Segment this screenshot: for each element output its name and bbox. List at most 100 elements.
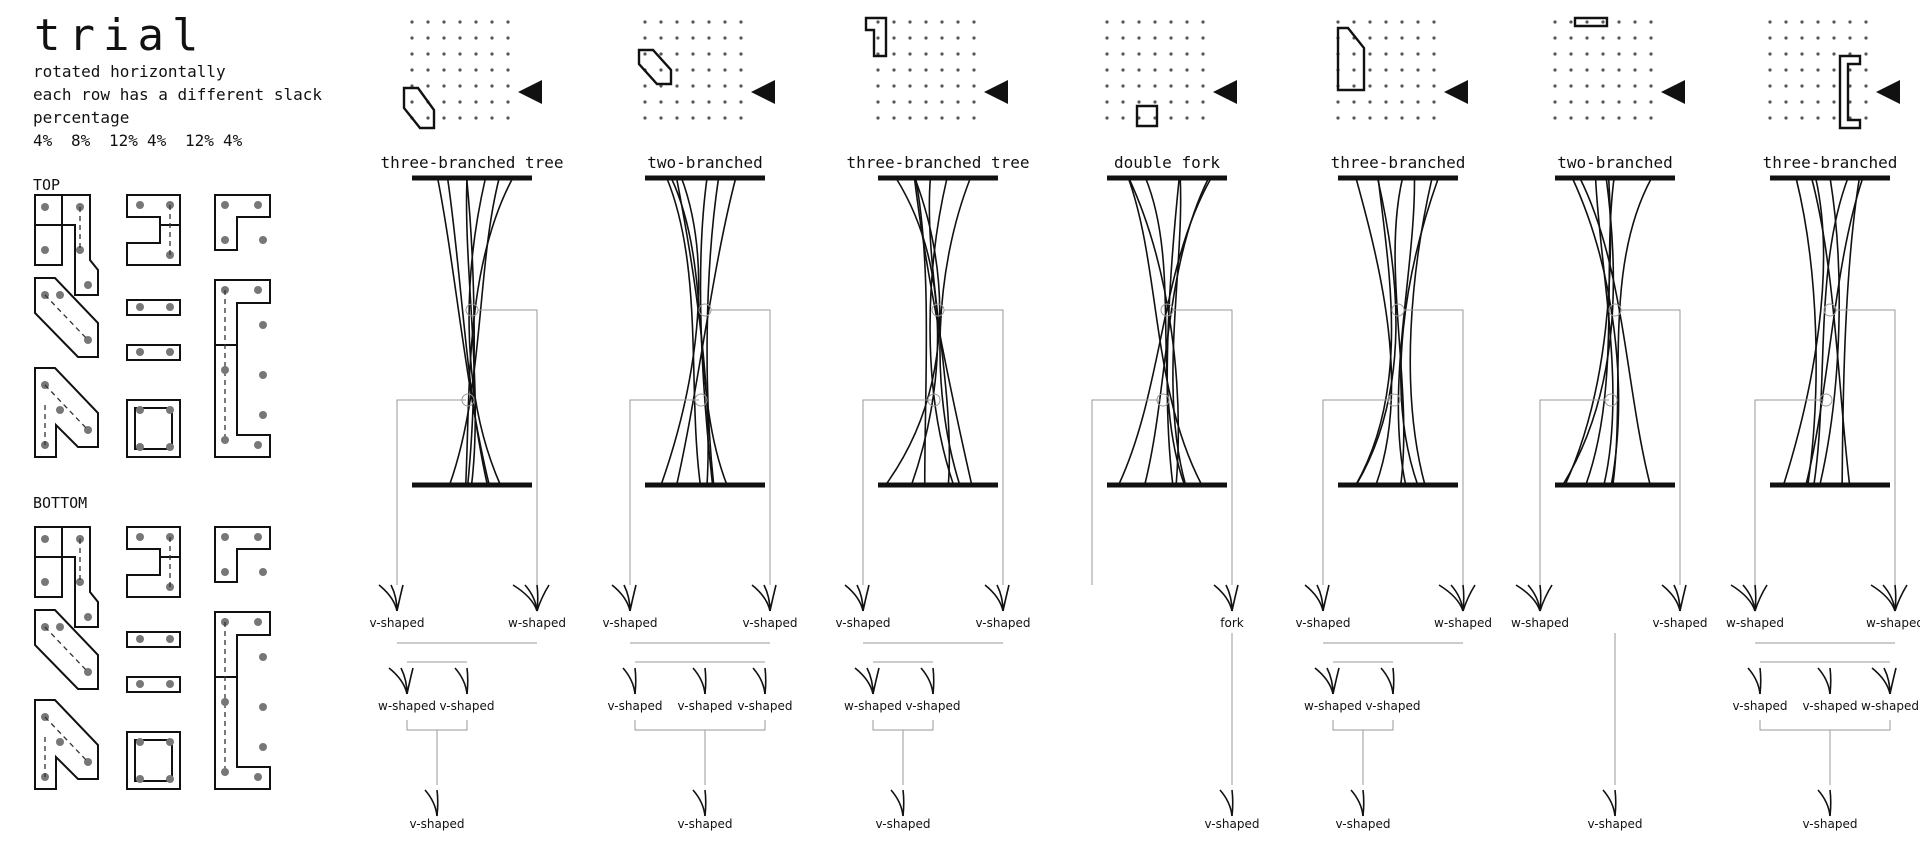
module-glyph (1336, 26, 1366, 92)
sub-label: w-shaped (844, 699, 902, 713)
branch-glyph (692, 667, 706, 695)
tree-strand (1819, 177, 1840, 486)
grid-dot (924, 84, 928, 88)
pointer-triangle (1876, 80, 1900, 104)
grid-dot (490, 52, 494, 56)
module-glyph (864, 16, 888, 58)
branch-glyph (902, 789, 905, 817)
grid-dot (1169, 20, 1173, 24)
tree-strand (1612, 177, 1653, 486)
module-set (34, 526, 271, 790)
grid-dot (490, 20, 494, 24)
grid-dot (1121, 100, 1125, 104)
grid-dot (458, 52, 462, 56)
grid-dot (1784, 20, 1788, 24)
tree-strand (1841, 177, 1861, 486)
grid-dot (675, 20, 679, 24)
grid-dot (1121, 36, 1125, 40)
junction-marker (1823, 303, 1837, 317)
grid-dot (723, 100, 727, 104)
grid-dot (1169, 36, 1173, 40)
sub-label: w-shaped (378, 699, 436, 713)
grid-dot (410, 36, 414, 40)
grid-dot (892, 116, 896, 120)
grid-dot (1649, 84, 1653, 88)
tree-strand (436, 177, 491, 486)
module-outline-inner (34, 194, 63, 266)
grid-dot (1137, 20, 1141, 24)
grid-dot (1585, 84, 1589, 88)
grid-dot (1800, 100, 1804, 104)
module-outline-inner (134, 739, 173, 782)
grid-dot (1832, 100, 1836, 104)
module-glyph (1838, 54, 1862, 130)
grid-dot (956, 68, 960, 72)
percentage-value: 12% (185, 131, 214, 150)
grid-dot (1585, 36, 1589, 40)
anchor-dot (259, 703, 267, 711)
grid-dot (643, 36, 647, 40)
grid-dot (1137, 68, 1141, 72)
grid-dot (1105, 52, 1109, 56)
module-outline-inner (34, 194, 99, 296)
grid-dot (1768, 100, 1772, 104)
tree-strand (1400, 177, 1440, 486)
grid-dot (1633, 52, 1637, 56)
tree-strand (914, 177, 928, 486)
branch-glyph (862, 584, 870, 612)
module-outline-inner (34, 699, 99, 790)
anchor-dot (136, 533, 144, 541)
branch-glyph (1213, 584, 1233, 612)
grid-dot (1816, 116, 1820, 120)
branch-glyph (622, 667, 636, 695)
module-outline-inner (34, 526, 63, 598)
grid-dot (1368, 100, 1372, 104)
grid-dot (1569, 52, 1573, 56)
grid-dot (458, 36, 462, 40)
grid-dot (1352, 84, 1356, 88)
module-outline-inner (126, 194, 181, 226)
grid-dot (972, 68, 976, 72)
connector-line (1332, 720, 1394, 731)
grid-dot (1784, 68, 1788, 72)
grid-dot (1384, 116, 1388, 120)
grid-dot (442, 68, 446, 72)
grid-dot (659, 36, 663, 40)
branch-label: v-shaped (1296, 616, 1351, 630)
grid-dot (1384, 52, 1388, 56)
branch-glyph (611, 584, 631, 612)
grid-dot (1601, 116, 1605, 120)
grid-dot (691, 36, 695, 40)
dashed-link (44, 626, 89, 673)
grid-dot (1633, 20, 1637, 24)
grid-dot (659, 68, 663, 72)
grid-dot (1201, 116, 1205, 120)
grid-dot (1201, 84, 1205, 88)
percentage-row: 4%8%12%4%12%4% (33, 131, 261, 150)
branch-glyph (1002, 584, 1010, 612)
percentage-value: 4% (33, 131, 53, 150)
grid-dot (940, 100, 944, 104)
grid-dot (1649, 100, 1653, 104)
grid-dot (1352, 52, 1356, 56)
module-outline-inner (126, 344, 181, 361)
pointer-triangle (984, 80, 1008, 104)
grid-dot (458, 84, 462, 88)
tree-strand (1409, 177, 1433, 486)
tree-strand (1127, 177, 1203, 486)
junction-marker (1391, 303, 1405, 317)
connector-line (1322, 399, 1392, 585)
branch-glyph (1539, 584, 1553, 612)
branch-glyph (388, 667, 408, 695)
grid-dot (1169, 52, 1173, 56)
branch-glyph (932, 667, 935, 695)
branch-glyph (1871, 667, 1891, 695)
module-outline (134, 407, 173, 450)
anchor-dot (259, 653, 267, 661)
grid-dot (675, 68, 679, 72)
tree-strand (446, 177, 489, 486)
grid-dot (659, 52, 663, 56)
module-glyph (1573, 16, 1609, 28)
anchor-dot (166, 348, 174, 356)
grid-dot (723, 116, 727, 120)
